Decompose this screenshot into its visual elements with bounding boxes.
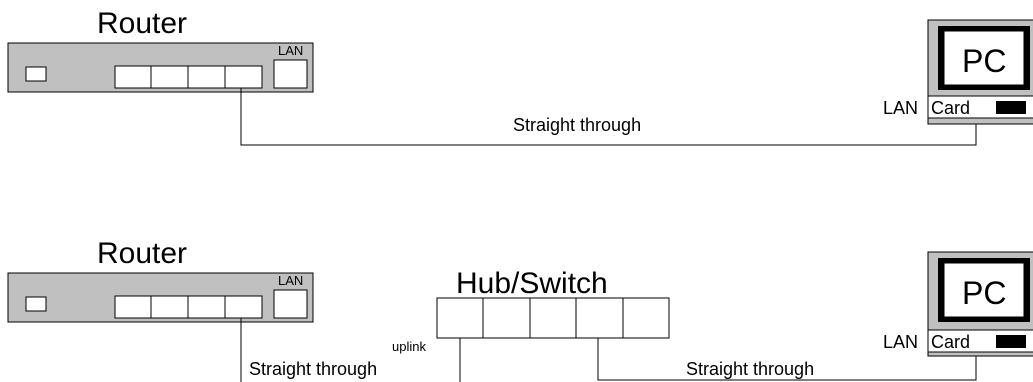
straight-through-cable bbox=[240, 88, 977, 146]
router-device: Router LAN bbox=[7, 237, 314, 323]
pc-label: PC bbox=[962, 275, 1006, 311]
hub-switch-device: Hub/Switch uplink bbox=[392, 267, 670, 354]
diagram-router-to-pc: Router LAN Straight through PC Card LAN bbox=[7, 7, 1033, 146]
router-label: Router bbox=[97, 237, 187, 270]
pc-device: PC Card LAN bbox=[883, 251, 1033, 357]
diagram-router-hub-pc: Router LAN Hub/Switch uplink Straight th… bbox=[7, 237, 1033, 382]
pc-lan-label: LAN bbox=[883, 98, 918, 118]
pc-screen bbox=[943, 262, 1025, 318]
router-lan-port bbox=[273, 289, 308, 319]
pc-lan-label: LAN bbox=[883, 332, 918, 352]
router-device: Router LAN bbox=[7, 7, 314, 93]
cable-hub-to-pc bbox=[597, 338, 977, 381]
pc-device: PC Card LAN bbox=[883, 19, 1033, 125]
uplink-label: uplink bbox=[392, 339, 426, 354]
hub-label: Hub/Switch bbox=[456, 267, 608, 300]
router-power-port bbox=[25, 296, 47, 312]
cable-left-label: Straight through bbox=[249, 359, 377, 379]
cable-right-label: Straight through bbox=[686, 359, 814, 379]
hub-port-bank bbox=[436, 297, 670, 339]
pc-screen bbox=[943, 30, 1025, 86]
cable-label: Straight through bbox=[513, 115, 641, 135]
pc-card-label: Card bbox=[931, 332, 970, 352]
router-power-port bbox=[25, 66, 47, 82]
router-lan-port bbox=[273, 59, 308, 89]
router-label: Router bbox=[97, 7, 187, 40]
pc-card-label: Card bbox=[931, 98, 970, 118]
router-lan-label: LAN bbox=[278, 43, 303, 58]
pc-drive bbox=[996, 101, 1026, 114]
router-lan-label: LAN bbox=[278, 273, 303, 288]
pc-label: PC bbox=[962, 43, 1006, 79]
pc-drive bbox=[996, 335, 1026, 348]
